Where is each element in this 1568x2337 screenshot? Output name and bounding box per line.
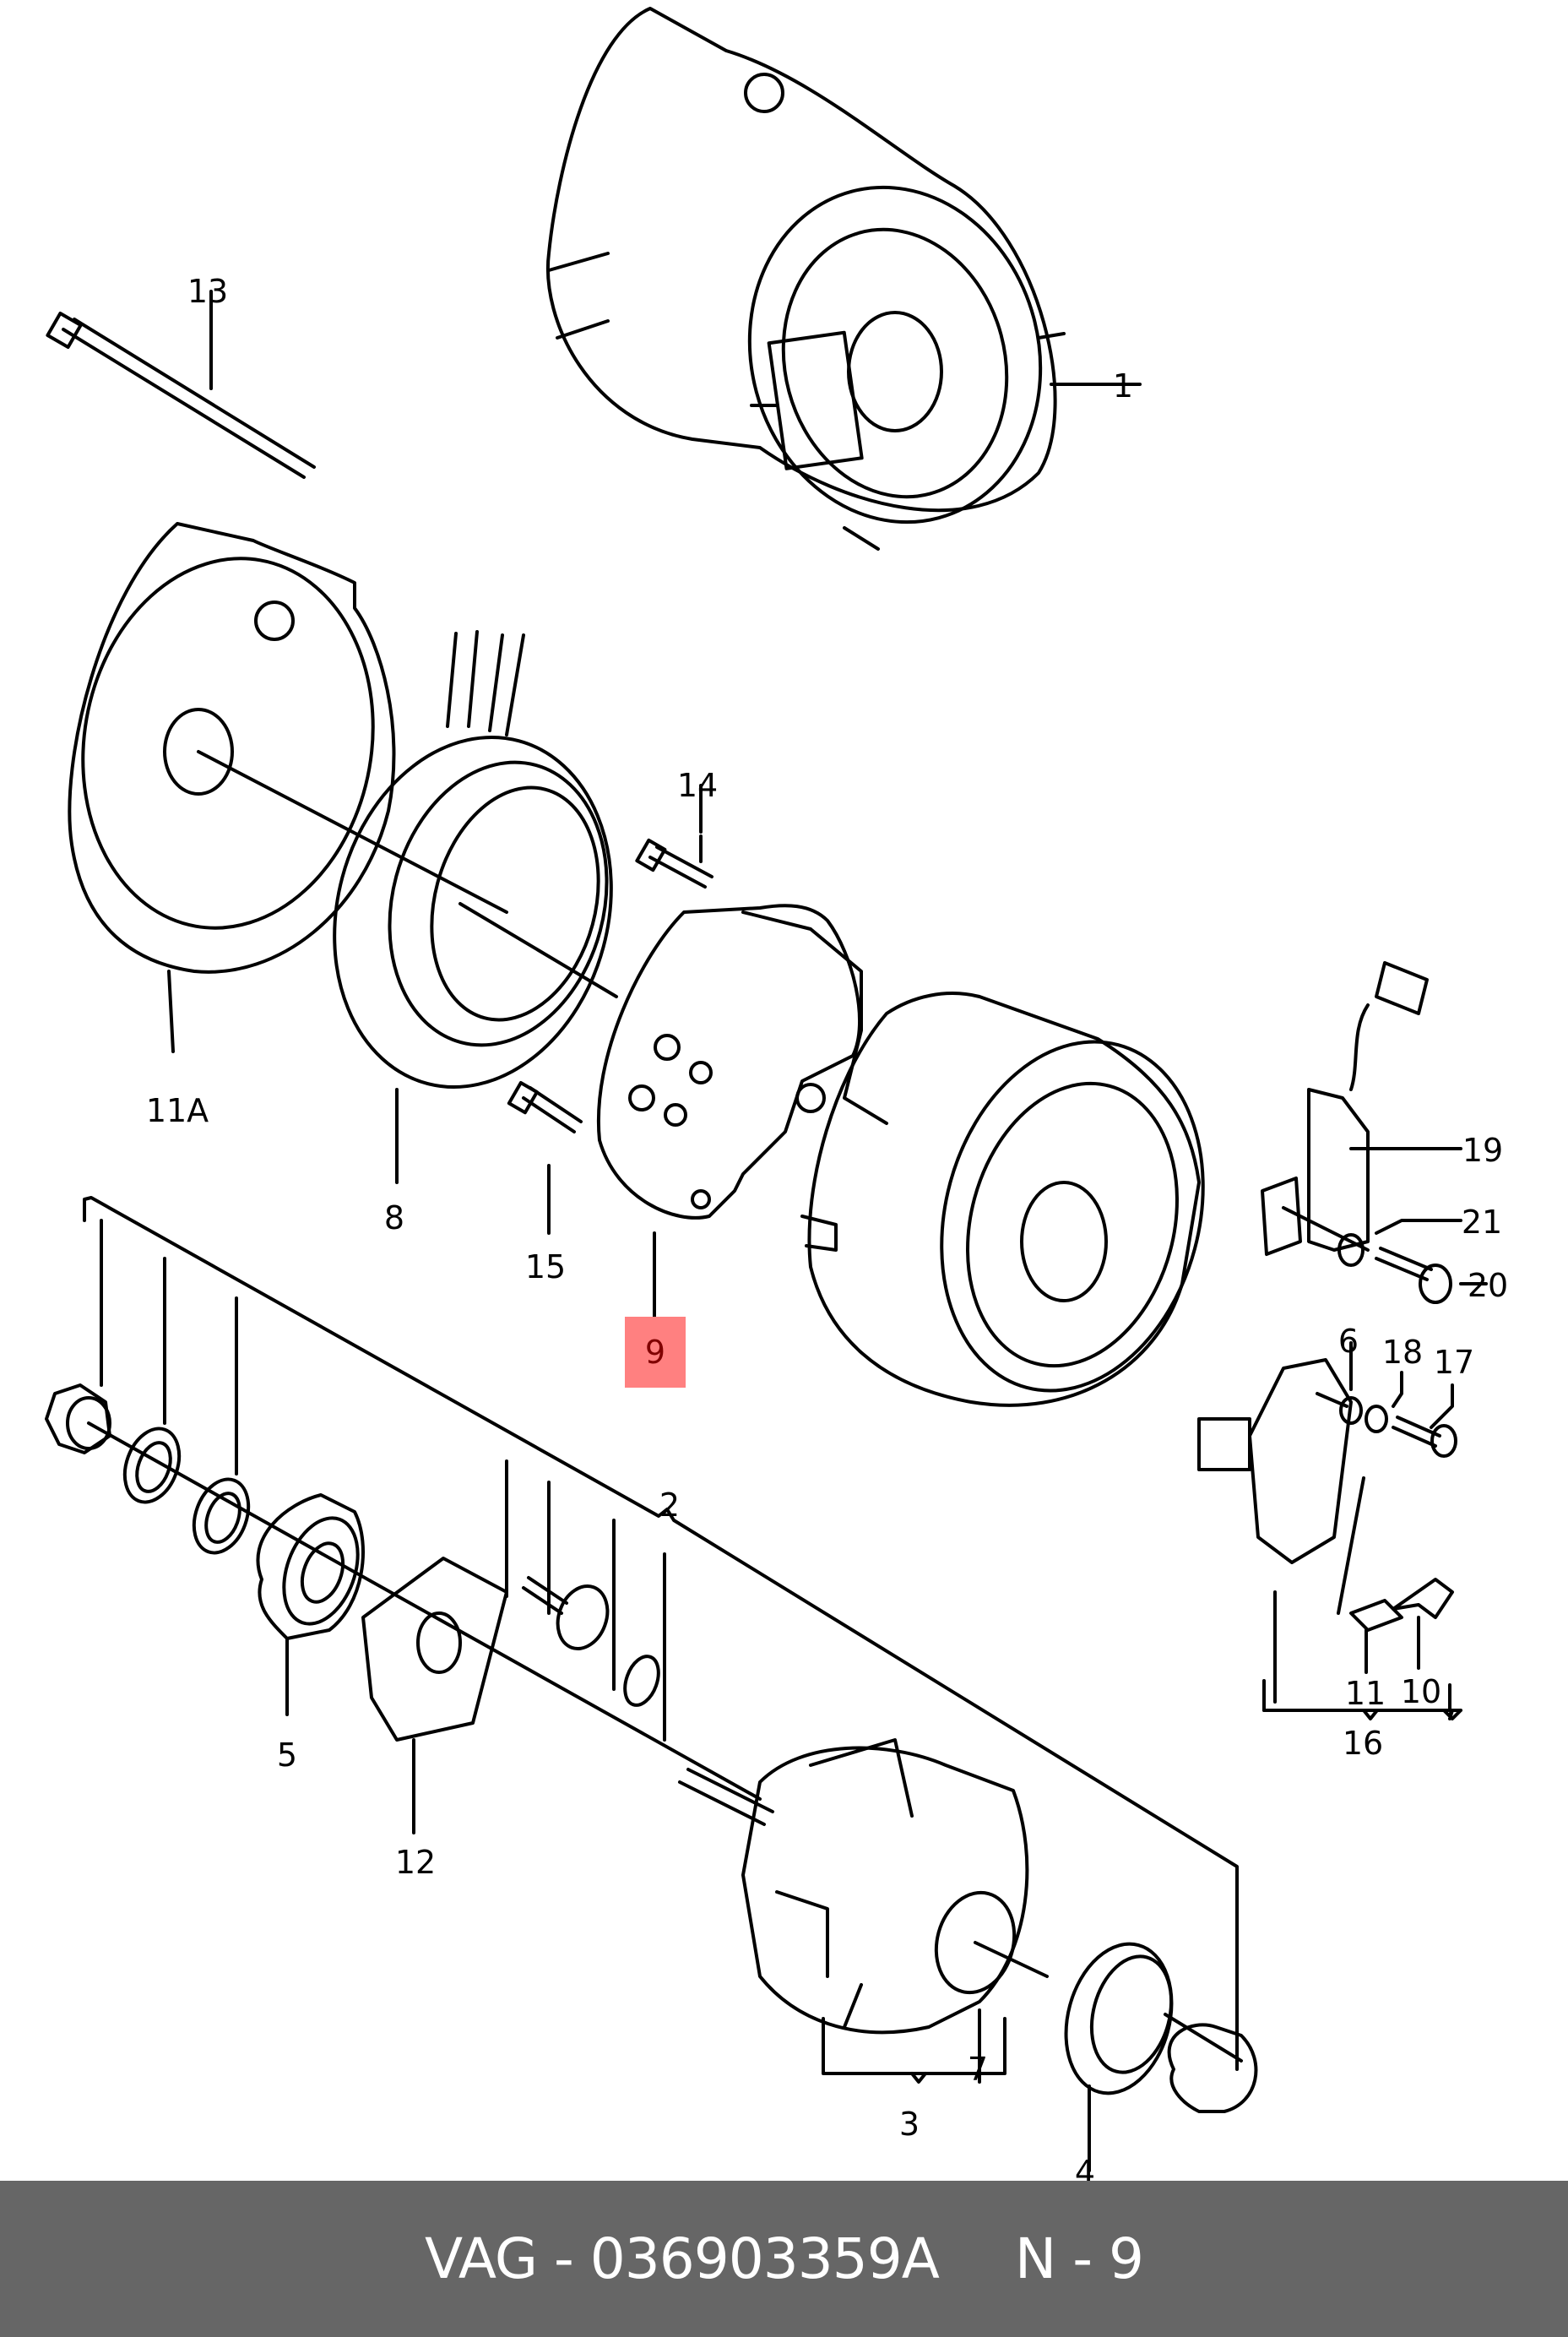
callout-2: 2 [659, 1486, 681, 1524]
screws-14-15 [507, 784, 713, 1235]
rotor-assembly [678, 1738, 1258, 2172]
callout-1: 1 [1112, 367, 1134, 405]
position-separator: - [1055, 2226, 1110, 2291]
callout-14: 14 [676, 767, 719, 804]
sensor-assembly [1261, 961, 1488, 1304]
part-number: 036903359A [589, 2226, 940, 2291]
exploded-parts-diagram: 1 2 3 4 5 6 7 8 9 10 11 11A 12 13 14 15 … [45, 7, 1509, 2188]
stator [333, 630, 618, 1184]
callout-12: 12 [394, 1844, 437, 1881]
rectifier-plate [596, 904, 888, 1328]
assembly-bracket-2 [83, 1196, 1239, 2071]
callout-6: 6 [1337, 1323, 1359, 1360]
brand-label: VAG [424, 2226, 538, 2291]
part-number-footer: VAG - 036903359A N - 9 [0, 2181, 1568, 2337]
callout-11a: 11A [145, 1092, 209, 1129]
callout-17: 17 [1433, 1344, 1475, 1381]
callout-10: 10 [1400, 1673, 1442, 1710]
callout-5: 5 [276, 1736, 298, 1774]
callout-13: 13 [187, 273, 229, 310]
callout-9-highlighted[interactable]: 9 [625, 1317, 686, 1388]
callout-21: 21 [1461, 1204, 1503, 1241]
callout-8: 8 [383, 1199, 405, 1236]
front-hardware [45, 1383, 762, 1834]
callout-3: 3 [898, 2106, 920, 2143]
callout-20: 20 [1467, 1267, 1509, 1304]
callout-15: 15 [524, 1248, 567, 1285]
position-prefix: N [1014, 2226, 1056, 2291]
drive-end-housing [800, 992, 1205, 1407]
callout-19: 19 [1462, 1132, 1504, 1169]
callout-16: 16 [1342, 1725, 1384, 1762]
alternator-housing-rear [546, 7, 1142, 551]
callout-11: 11 [1344, 1675, 1386, 1712]
position-number: 9 [1109, 2226, 1144, 2291]
voltage-regulator-assembly [1197, 1341, 1462, 1720]
callout-18: 18 [1381, 1334, 1424, 1371]
callout-7: 7 [967, 2051, 989, 2088]
through-bolt [46, 290, 316, 479]
brand-separator: - [537, 2226, 590, 2291]
front-housing [68, 522, 508, 1053]
